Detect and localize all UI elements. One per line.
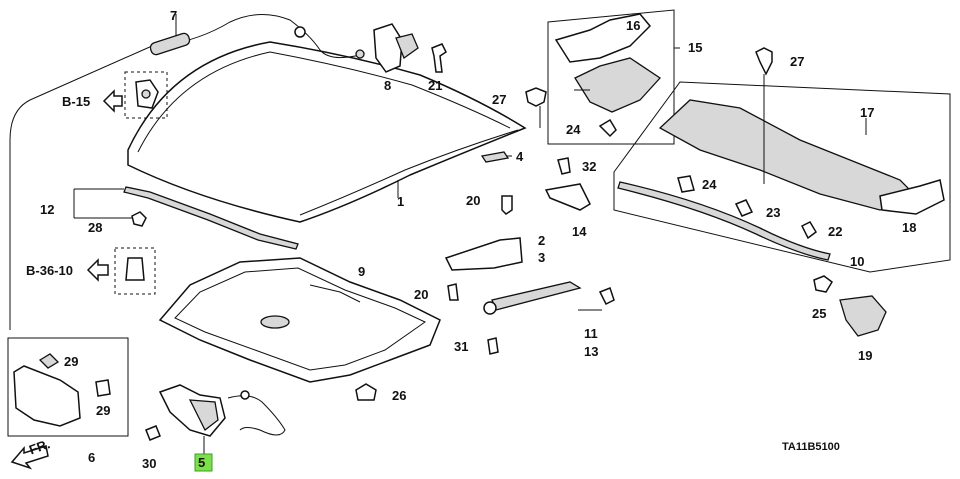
clip-26 [355,383,377,401]
callout-8: 8 [384,78,391,93]
cowl-cover-group [613,81,951,273]
callout-6: 6 [88,450,95,465]
b3610-clip [86,247,156,295]
cowl-weatherstrip [617,181,831,261]
callout-3: 3 [538,250,545,265]
hood-insulator [158,257,441,383]
bolt-31 [487,337,499,355]
hood-seal [73,186,299,250]
bracket-19 [839,295,887,337]
callout-26: 26 [392,388,406,403]
callout-7: 7 [170,8,177,23]
highlight-badge-5 [194,453,213,472]
callout-23: 23 [766,205,780,220]
callout-15: 15 [688,40,702,55]
callout-21: 21 [428,78,442,93]
ref-front: FR. [27,436,52,457]
assembly-outline [9,37,171,330]
callout-29-top: 29 [64,354,78,369]
b15-clip [102,71,168,119]
callout-27-right: 27 [790,54,804,69]
callout-20-top: 20 [466,193,480,208]
callout-5[interactable]: 5 [198,455,205,470]
arrow-left-icon [102,89,123,113]
callout-18: 18 [902,220,916,235]
callout-30: 30 [142,456,156,471]
callout-17: 17 [860,105,874,120]
ref-b15: B-15 [62,94,90,109]
callout-16: 16 [626,18,640,33]
callout-1: 1 [397,194,404,209]
callout-2: 2 [538,233,545,248]
callout-25: 25 [812,306,826,321]
callout-24-right: 24 [702,177,717,192]
callout-9: 9 [358,264,365,279]
callout-4: 4 [516,149,524,164]
callout-14: 14 [572,224,587,239]
callout-11: 11 [584,326,598,341]
clip-27-right [755,47,773,76]
latch-bracket-group [7,337,129,437]
callout-13: 13 [584,344,598,359]
clip-25 [813,275,833,293]
hood-panel [127,41,527,223]
callout-22: 22 [828,224,842,239]
callout-20-bottom: 20 [414,287,428,302]
callout-12: 12 [40,202,54,217]
hood-release-cable [149,14,365,59]
cowl-top-group [547,9,675,145]
callout-28: 28 [88,220,102,235]
leader-lines [397,47,867,198]
callout-32: 32 [582,159,596,174]
callout-31: 31 [454,339,468,354]
hinge-bracket-2-3 [444,195,523,301]
callout-29-bottom: 29 [96,403,110,418]
callout-19: 19 [858,348,872,363]
callout-10: 10 [850,254,864,269]
hood-support-strut [483,281,615,315]
hood-hinge-8 [373,23,447,73]
clip-27-left [525,87,547,107]
arrow-left-icon-2 [86,258,109,282]
front-arrow [10,445,49,470]
hood-latch [145,384,286,454]
ref-b3610: B-36-10 [26,263,73,278]
hood-pad [480,151,510,163]
callout-27-left: 27 [492,92,506,107]
bracket-14 [544,157,591,211]
diagram-code: TA11B5100 [782,441,840,453]
callout-24-top: 24 [566,122,581,137]
